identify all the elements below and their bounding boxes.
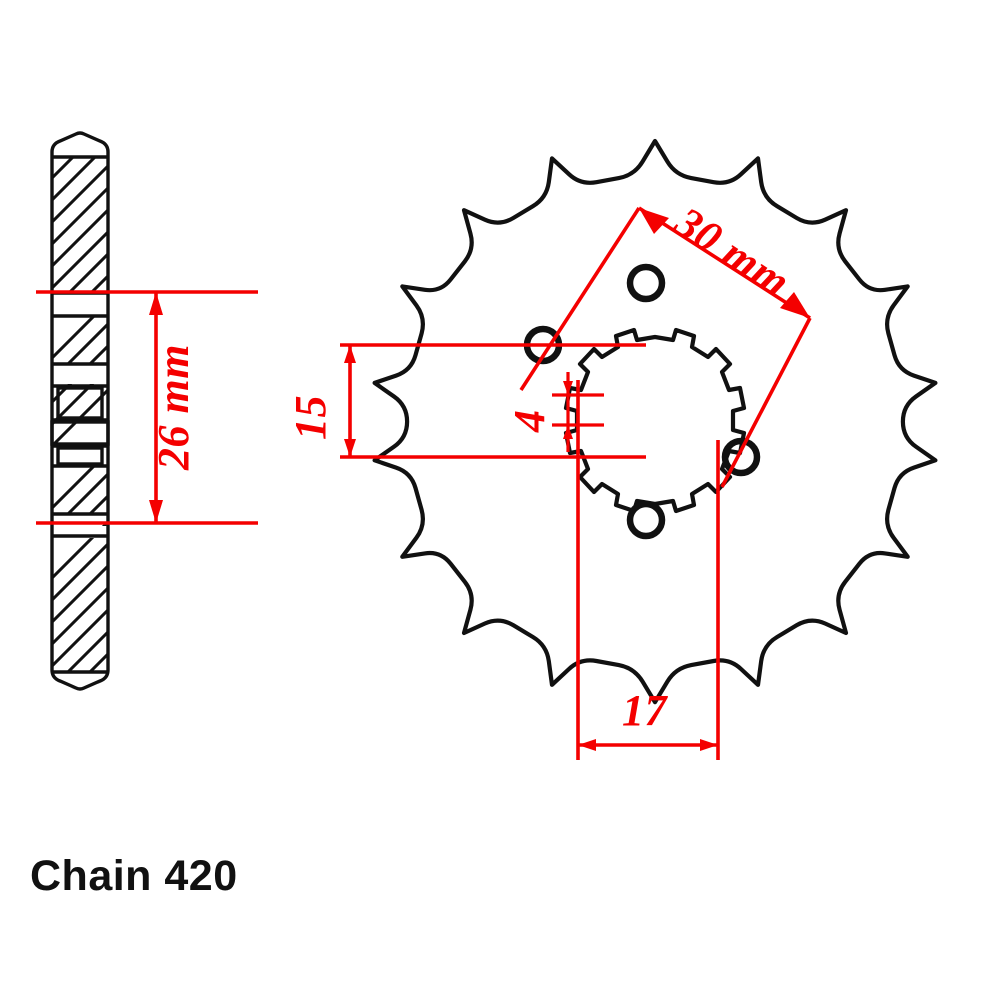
- dimension-bolt-spacing-17: 17: [576, 380, 720, 760]
- bolt-hole-top: [626, 263, 666, 303]
- dimension-thickness-26mm: 26 mm: [36, 290, 258, 525]
- side-profile-section-view: [50, 131, 110, 691]
- dimension-label-15: 15: [286, 395, 335, 440]
- side-view-outline: [50, 131, 110, 691]
- bolt-hole-bottom: [626, 500, 666, 540]
- hatch-block-lower: [52, 508, 108, 691]
- dimension-label-17: 17: [622, 686, 669, 735]
- dimension-spline-4: 4: [505, 372, 604, 452]
- bolt-hole-right: [721, 437, 761, 477]
- dimension-bolt-spacing-15: 15: [286, 343, 646, 459]
- dimension-label-4: 4: [505, 410, 554, 434]
- dimension-label-30mm: 30 mm: [666, 197, 799, 307]
- dimension-label-26mm: 26 mm: [149, 344, 198, 471]
- chain-caption: Chain 420: [30, 852, 238, 900]
- bolt-hole-group: [523, 263, 761, 540]
- hatch-block-upper-mid: [52, 288, 108, 470]
- sprocket-teeth-outline: [372, 138, 938, 705]
- front-face-view: [372, 138, 938, 705]
- side-view-hub-bore: [50, 386, 110, 466]
- dimension-bolt-circle-30mm: 30 mm: [519, 197, 812, 488]
